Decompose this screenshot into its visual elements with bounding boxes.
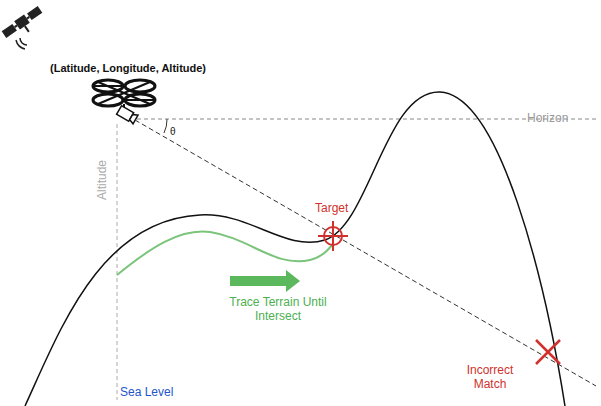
satellite-icon <box>1 5 47 44</box>
coordinate-label: (Latitude, Longitude, Altitude) <box>50 62 206 75</box>
incorrect-label: Incorrect Match <box>455 364 525 392</box>
altitude-line <box>117 124 118 400</box>
incorrect-mark <box>536 340 560 364</box>
trace-label: Trace Terrain Until Intersect <box>222 296 334 324</box>
horizon-label: Horizon <box>527 112 568 126</box>
terrain-curve <box>25 92 565 406</box>
drone-icon <box>93 80 155 110</box>
target-label: Target <box>315 202 348 216</box>
target-marker <box>318 221 348 251</box>
angle-label: θ <box>170 126 176 138</box>
trace-arrow <box>230 270 300 292</box>
trace-curve <box>117 231 333 275</box>
camera-icon <box>117 106 138 124</box>
sight-line <box>135 120 596 386</box>
altitude-label: Altitude <box>96 160 110 200</box>
sea-level-label: Sea Level <box>120 386 173 400</box>
